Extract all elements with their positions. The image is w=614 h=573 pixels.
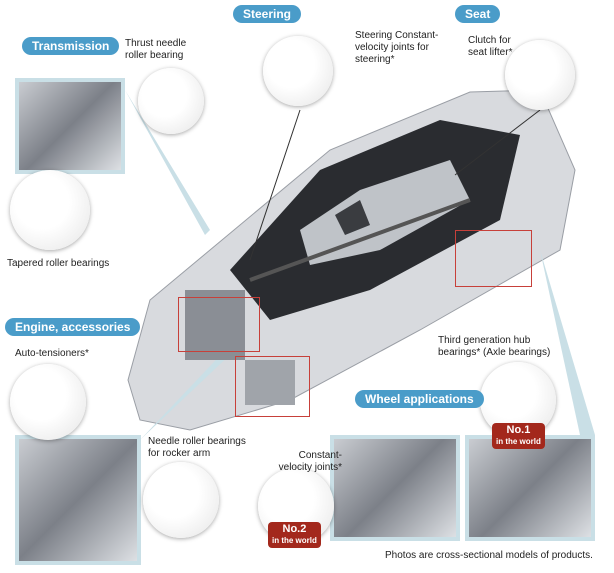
seat-clutch-photo [505,40,575,110]
needle-rocker-photo [143,462,219,538]
thrust-bearing-photo [138,68,204,134]
highlight-engine [178,297,260,352]
category-transmission: Transmission [22,37,120,55]
transmission-photo [15,78,125,174]
highlight-rear-wheel [455,230,532,287]
label-tapered: Tapered roller bearings [7,258,110,269]
tapered-bearing-photo [10,170,90,250]
rank-sub: in the world [496,437,541,446]
category-wheel: Wheel applications [355,390,484,408]
label-cvj: Constant-velocity joints* [278,450,342,473]
auto-tensioner-photo [10,364,86,440]
category-steering: Steering [233,5,302,23]
footnote: Photos are cross-sectional models of pro… [385,550,593,561]
label-needle-rocker: Needle roller bearings for rocker arm [148,436,246,459]
rear-suspension-photo [465,435,595,541]
front-suspension-photo [330,435,460,541]
label-steering-cvj: Steering Constant-velocity joints for st… [355,30,439,65]
category-engine: Engine, accessories [5,318,141,336]
rank-value: No.1 [506,424,531,436]
engine-photo [15,435,141,565]
highlight-front-wheel [235,356,310,417]
rank-value: No.2 [282,523,307,535]
label-thrust: Thrust needle roller bearing [125,38,187,61]
category-seat: Seat [455,5,501,23]
label-clutch: Clutch for seat lifter* [468,35,513,58]
label-hub: Third generation hub bearings* (Axle bea… [438,335,551,358]
label-auto-tensioners: Auto-tensioners* [15,348,89,359]
rank-sub: in the world [272,536,317,545]
steering-cvj-photo [263,36,333,106]
